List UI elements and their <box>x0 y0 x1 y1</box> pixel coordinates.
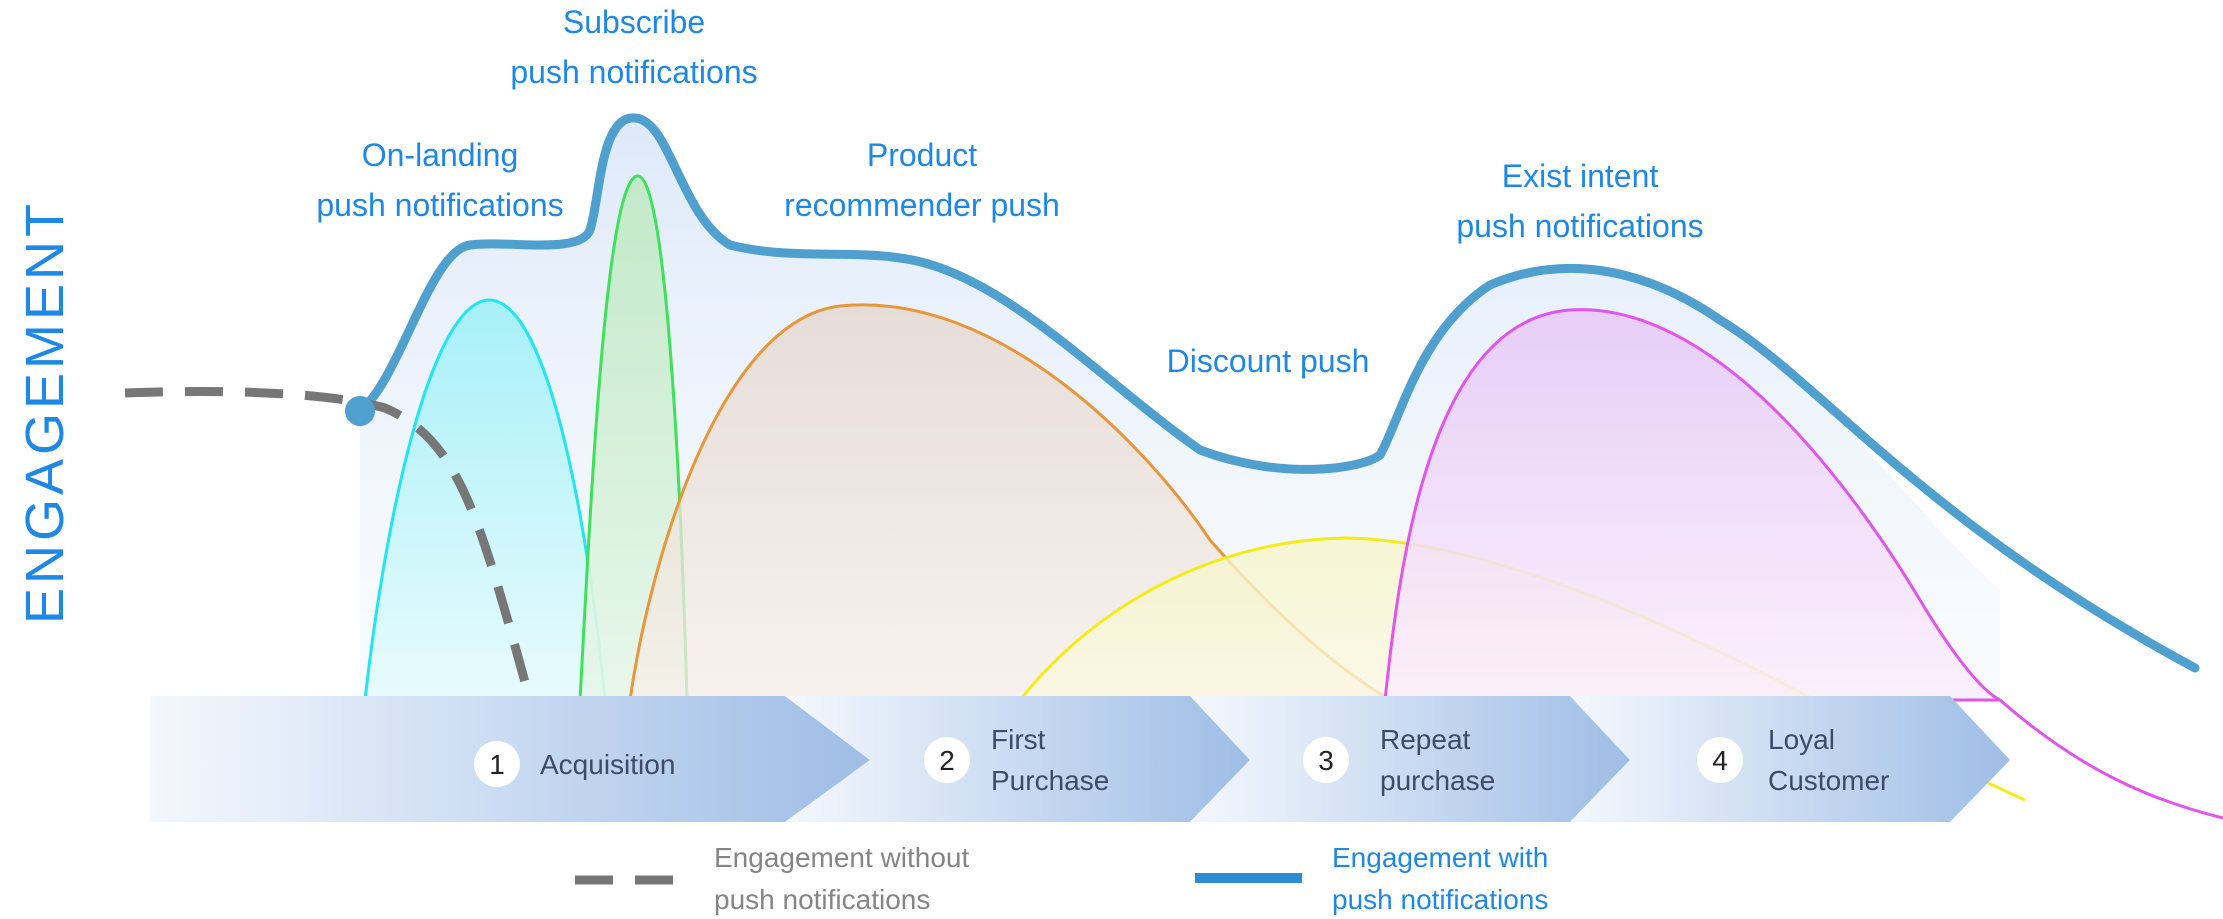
legend-label-line: push notifications <box>1332 884 1548 915</box>
stage-label-line: First <box>991 724 1046 755</box>
legend-label-line: Engagement with <box>1332 842 1548 873</box>
stage-number: 1 <box>489 749 505 780</box>
campaign-label-line: push notifications <box>510 54 757 90</box>
stage-arrow-3 <box>1190 696 1630 822</box>
stage-4: 4 Loyal Customer <box>1697 724 1889 796</box>
engagement-with-push-line <box>355 113 2200 673</box>
exit-intent-curve <box>1383 308 2001 702</box>
campaign-label-line: Product <box>867 137 977 173</box>
campaign-label-line: On-landing <box>362 137 519 173</box>
campaign-label-exit-intent: Exist intent push notifications <box>1456 158 1703 244</box>
stage-arrow-4 <box>1570 696 2010 822</box>
stage-number-badge <box>1303 737 1349 783</box>
campaign-label-recommender: Product recommender push <box>784 137 1060 223</box>
exit-intent-curve-tail <box>1999 698 2223 820</box>
stage-label-line: Repeat <box>1380 724 1471 755</box>
stage-label-line: Customer <box>1768 765 1889 796</box>
branch-point-dot <box>345 396 375 426</box>
campaign-label-subscribe: Subscribe push notifications <box>510 4 757 90</box>
stage-number-badge <box>924 737 970 783</box>
legend: Engagement without push notifications En… <box>575 842 1548 915</box>
campaign-label-line: Discount push <box>1167 343 1370 379</box>
legend-item-without-push: Engagement without push notifications <box>575 842 970 915</box>
stage-label-line: Loyal <box>1768 724 1835 755</box>
on-landing-curve <box>363 298 607 702</box>
stage-number: 4 <box>1712 745 1728 776</box>
stage-1: 1 Acquisition <box>474 741 675 787</box>
stage-label-line: Acquisition <box>540 749 675 780</box>
stage-3: 3 Repeat purchase <box>1303 724 1495 796</box>
stage-number-badge <box>1697 737 1743 783</box>
campaign-label-line: push notifications <box>316 187 563 223</box>
stage-2: 2 First Purchase <box>924 724 1109 796</box>
campaign-label-line: Exist intent <box>1502 158 1659 194</box>
legend-item-with-push: Engagement with push notifications <box>1195 842 1548 915</box>
stage-label-line: purchase <box>1380 765 1495 796</box>
stage-number: 3 <box>1318 745 1334 776</box>
campaign-label-line: Subscribe <box>563 4 705 40</box>
campaign-label-line: recommender push <box>784 187 1060 223</box>
campaign-label-discount: Discount push <box>1167 343 1370 379</box>
stage-number-badge <box>474 741 520 787</box>
stage-number: 2 <box>939 745 955 776</box>
legend-label-line: Engagement without <box>714 842 970 873</box>
stage-arrow-2 <box>785 696 1250 822</box>
engagement-without-push-line <box>124 387 535 702</box>
legend-label-line: push notifications <box>714 884 930 915</box>
stage-label-line: Purchase <box>991 765 1109 796</box>
y-axis-label: ENGAGEMENT <box>15 200 75 624</box>
campaign-label-on-landing: On-landing push notifications <box>316 137 563 223</box>
campaign-label-line: push notifications <box>1456 208 1703 244</box>
